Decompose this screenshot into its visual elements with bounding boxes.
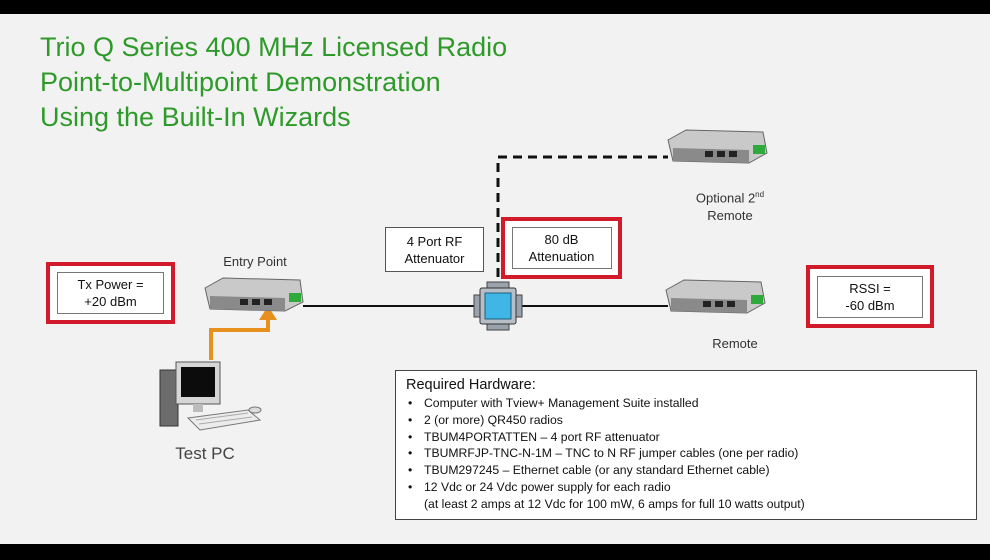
tx-power-inner: Tx Power = +20 dBm: [57, 272, 164, 314]
ethernet-arrow: [259, 306, 277, 320]
optional-remote-radio-icon: [667, 129, 768, 164]
title-line-1: Trio Q Series 400 MHz Licensed Radio: [40, 32, 508, 62]
attenuator-label-box: 4 Port RF Attenuator: [385, 227, 484, 272]
required-hardware-heading: Required Hardware:: [406, 377, 536, 393]
power-supply-note: (at least 2 amps at 12 Vdc for 100 mW, 6…: [424, 496, 805, 511]
entry-point-label: Entry Point: [223, 254, 287, 269]
list-item: Computer with Tview+ Management Suite in…: [406, 395, 966, 412]
rssi-line1: RSSI =: [849, 280, 891, 296]
entry-point-radio-icon: [204, 277, 304, 312]
rssi-inner: RSSI = -60 dBm: [817, 275, 923, 318]
list-item: TBUMRFJP-TNC-N-1M – TNC to N RF jumper c…: [406, 445, 966, 462]
tx-power-line2: +20 dBm: [84, 294, 137, 309]
list-item: 2 (or more) QR450 radios: [406, 412, 966, 429]
test-pc-icon: [159, 361, 262, 431]
optional-remote-label: Optional 2nd Remote: [670, 186, 790, 225]
attenuation-inner: 80 dB Attenuation: [511, 227, 612, 269]
optional-remote-label-line1: Optional 2: [695, 190, 756, 206]
slide-title: Trio Q Series 400 MHz Licensed Radio Poi…: [40, 30, 507, 135]
title-line-3: Using the Built-In Wizards: [40, 102, 351, 132]
attenuation-line2: Attenuation: [528, 249, 595, 264]
ethernet-cable: [209, 318, 270, 360]
optional-remote-label-line2: Remote: [707, 208, 753, 224]
rssi-box: RSSI = -60 dBm: [806, 265, 934, 328]
rf-attenuator-icon: [473, 281, 523, 331]
remote-radio-icon: [665, 279, 766, 314]
required-hardware-box: Required Hardware: Computer with Tview+ …: [395, 370, 977, 520]
list-item: TBUM4PORTATTEN – 4 port RF attenuator: [406, 429, 966, 446]
tx-power-box: Tx Power = +20 dBm: [46, 262, 175, 324]
rssi-line2: -60 dBm: [845, 297, 895, 313]
test-pc-label: Test PC: [175, 444, 235, 463]
attenuation-box: 80 dB Attenuation: [501, 217, 622, 279]
attenuation-line1: 80 dB: [544, 232, 579, 247]
required-hardware-list: Computer with Tview+ Management Suite in…: [406, 395, 966, 496]
attenuator-label-line1: 4 Port RF: [406, 233, 463, 249]
list-item: 12 Vdc or 24 Vdc power supply for each r…: [406, 479, 966, 496]
superscript-nd: nd: [755, 190, 765, 199]
optional-link-dashed: [496, 155, 668, 322]
title-line-2: Point-to-Multipoint Demonstration: [40, 67, 441, 97]
remote-label: Remote: [712, 336, 758, 351]
list-item: TBUM297245 – Ethernet cable (or any stan…: [406, 462, 966, 479]
tx-power-line1: Tx Power =: [77, 277, 144, 292]
attenuator-label-line2: Attenuator: [404, 250, 465, 266]
